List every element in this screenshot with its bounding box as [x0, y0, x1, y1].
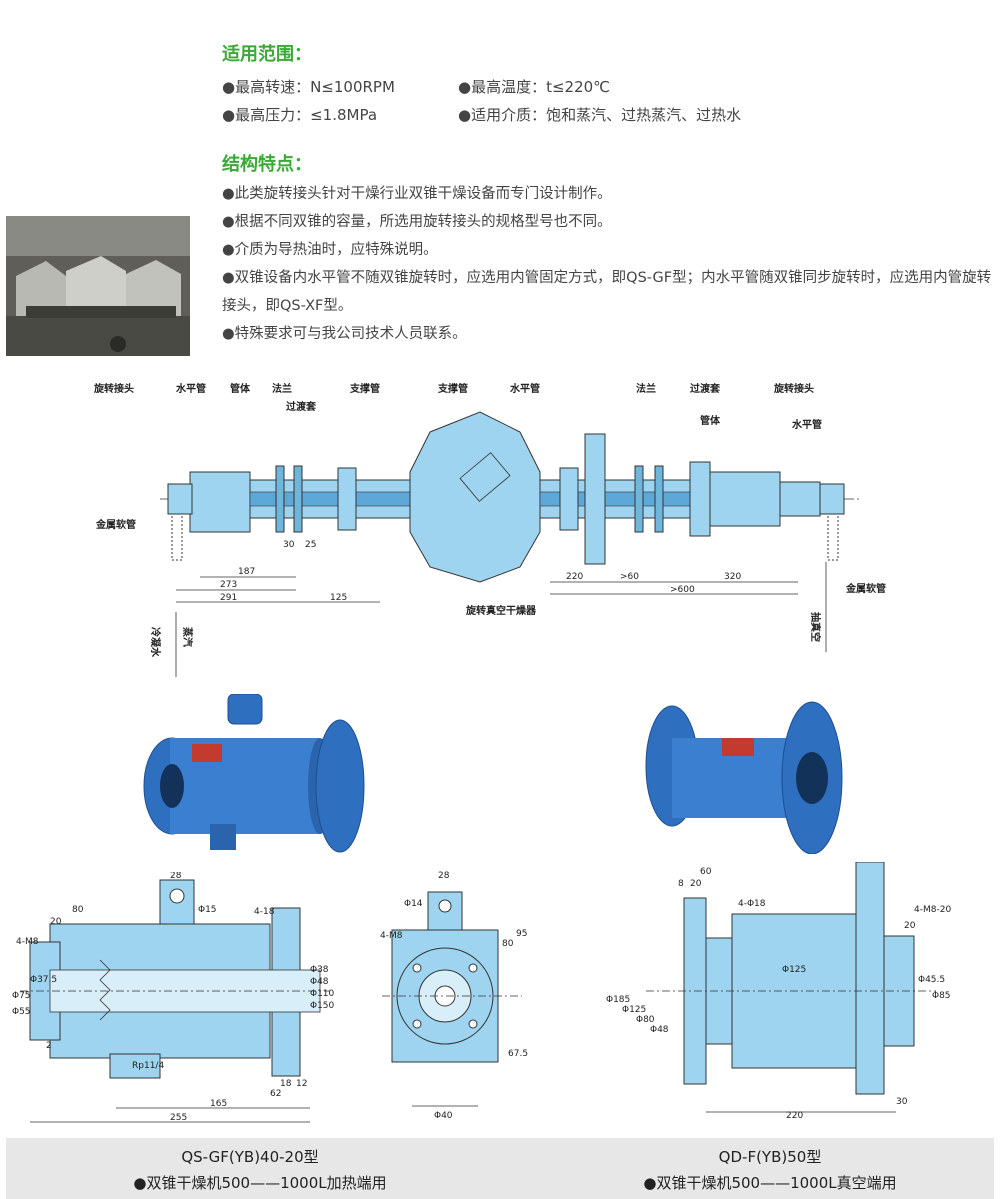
- dim-4-phi18: 4-Φ18: [738, 899, 766, 909]
- product-image-qd-f: [636, 694, 846, 855]
- dim-phi48: Φ48: [650, 1025, 669, 1035]
- label-support-left: 支撑管: [349, 382, 380, 395]
- dim-phi55: Φ55: [12, 1007, 31, 1017]
- dim-4-m8: 4-M8: [380, 931, 403, 941]
- feature-item: ●特殊要求可与我公司技术人员联系。: [222, 326, 467, 342]
- label-cold-water: 冷凝水: [149, 627, 162, 658]
- label-hose-right: 金属软管: [845, 582, 886, 595]
- dim-phi185: Φ185: [606, 995, 630, 1005]
- caption-bar: [6, 1138, 994, 1199]
- dim-8: 8: [678, 879, 684, 889]
- dim-67-5: 67.5: [508, 1049, 528, 1059]
- feature-item: ●双锥设备内水平管不随双锥旋转时，应选用内管固定方式，即QS-GF型；内水平管随…: [222, 270, 992, 314]
- dim-273: 273: [220, 580, 237, 590]
- caption-right-model: QD-F(YB)50型: [718, 1148, 822, 1166]
- dim-4-18: 4-18: [254, 907, 275, 917]
- label-rotary-joint-right: 旋转接头: [773, 382, 814, 395]
- dim-80: 80: [502, 939, 514, 949]
- label-transition-left: 过渡套: [286, 400, 317, 413]
- label-support-right: 支撑管: [437, 382, 468, 395]
- label-pipe-body-left: 管体: [230, 382, 251, 395]
- dim-phi15: Φ15: [198, 905, 217, 915]
- feature-item: ●此类旋转接头针对干燥行业双锥干燥设备而专门设计制作。: [222, 186, 612, 202]
- features-list: ●此类旋转接头针对干燥行业双锥干燥设备而专门设计制作。 ●根据不同双锥的容量，所…: [222, 180, 992, 348]
- drawing-qs-gf: 28 Φ15 20 80 4-18 4-M8 Φ75 Φ55 Φ37.5 Φ38…: [10, 871, 340, 1130]
- label-flange-right: 法兰: [636, 382, 656, 395]
- label-hose-left: 金属软管: [95, 518, 136, 531]
- spec-medium: ●适用介质：饱和蒸汽、过热蒸汽、过热水: [458, 106, 742, 124]
- dim-4-m8-20: 4-M8-20: [914, 905, 951, 915]
- dim-phi85: Φ85: [932, 991, 951, 1001]
- dim-phi37-5: Φ37.5: [30, 975, 57, 985]
- scope-title: 适用范围：: [222, 44, 312, 65]
- dim-291: 291: [220, 593, 237, 603]
- label-dryer: 旋转真空干燥器: [465, 604, 537, 617]
- dim-phi14: Φ14: [404, 899, 423, 909]
- dim-95: 95: [516, 929, 527, 939]
- dim-62: 62: [270, 1089, 281, 1099]
- drawing-qs-gf-end-view: 28 Φ14 4-M8 80 95 67.5 Φ40: [372, 866, 532, 1122]
- factory-photo: [6, 216, 190, 356]
- dim-phi38: Φ38: [310, 965, 329, 975]
- dim-phi125b: Φ125: [782, 965, 806, 975]
- dim-phi75: Φ75: [12, 991, 31, 1001]
- spec-temperature: ●最高温度：t≤220℃: [458, 78, 611, 96]
- dim-220: 220: [566, 572, 583, 582]
- dim-phi150: Φ150: [310, 1001, 335, 1011]
- label-horizontal-pipe-right: 水平管: [509, 382, 540, 395]
- dim-30: 30: [896, 1097, 908, 1107]
- label-rotary-joint-left: 旋转接头: [93, 382, 134, 395]
- left-rotary-joint: [189, 471, 251, 533]
- dim-255: 255: [170, 1113, 187, 1123]
- dim-phi80: Φ80: [636, 1015, 655, 1025]
- label-pipe-body-right: 管体: [700, 414, 721, 427]
- dim-phi110: Φ110: [310, 989, 335, 999]
- assembly-diagram: 旋转接头 水平管 管体 法兰 过渡套 支撑管 支撑管 水平管 法兰 过渡套 旋转…: [80, 372, 930, 682]
- label-flange-left: 法兰: [272, 382, 292, 395]
- dim-220: 220: [786, 1111, 803, 1121]
- label-horizontal-pipe-left: 水平管: [175, 382, 206, 395]
- dim-18: 18: [280, 1079, 292, 1089]
- dim-phi40: Φ40: [434, 1111, 453, 1121]
- label-steam: 蒸汽: [181, 627, 194, 647]
- caption-left-use: ●双锥干燥机500——1000L加热端用: [133, 1174, 387, 1192]
- caption-right-use: ●双锥干燥机500——1000L真空端用: [643, 1174, 897, 1192]
- dim-60: 60: [700, 867, 712, 877]
- dim-320: 320: [724, 572, 741, 582]
- dryer-body: [409, 411, 541, 583]
- features-title: 结构特点：: [222, 154, 312, 175]
- spec-speed: ●最高转速：N≤100RPM: [222, 78, 395, 96]
- dim-gt600: >600: [670, 585, 695, 595]
- dim-gt60: >60: [620, 572, 639, 582]
- pulley: [584, 433, 606, 565]
- dim-125: 125: [330, 593, 347, 603]
- dim-187: 187: [238, 567, 255, 577]
- dim-28: 28: [170, 872, 182, 881]
- label-vacuum: 抽真空: [809, 612, 822, 642]
- dim-4-m8: 4-M8: [16, 937, 39, 947]
- dim-20b: 20: [904, 921, 916, 931]
- dim-20: 20: [690, 879, 702, 889]
- feature-item: ●根据不同双锥的容量，所选用旋转接头的规格型号也不同。: [222, 214, 612, 230]
- product-image-qs-gf: [140, 693, 370, 854]
- dim-25: 25: [305, 540, 316, 550]
- dim-phi48: Φ48: [310, 977, 329, 987]
- dim-2: 2: [46, 1041, 52, 1051]
- right-rotary-joint: [709, 471, 781, 527]
- dim-rp: Rp11/4: [132, 1061, 164, 1071]
- dim-12: 12: [296, 1079, 307, 1089]
- label-horizontal-pipe-right2: 水平管: [791, 418, 822, 431]
- dim-20: 20: [50, 917, 62, 927]
- dim-30: 30: [283, 540, 295, 550]
- label-transition-right: 过渡套: [690, 382, 721, 395]
- dim-phi125: Φ125: [622, 1005, 646, 1015]
- feature-item: ●介质为导热油时，应特殊说明。: [222, 242, 438, 258]
- caption-left-model: QS-GF(YB)40-20型: [181, 1148, 319, 1166]
- drawing-qd-f: 60 8 20 4-Φ18 4-M8-20 20 Φ185 Φ125 Φ80 Φ…: [606, 861, 962, 1122]
- dim-phi45-5: Φ45.5: [918, 975, 945, 985]
- spec-pressure: ●最高压力：≤1.8MPa: [222, 106, 378, 124]
- dim-165: 165: [210, 1099, 227, 1109]
- dim-80: 80: [72, 905, 84, 915]
- dim-28: 28: [438, 871, 450, 881]
